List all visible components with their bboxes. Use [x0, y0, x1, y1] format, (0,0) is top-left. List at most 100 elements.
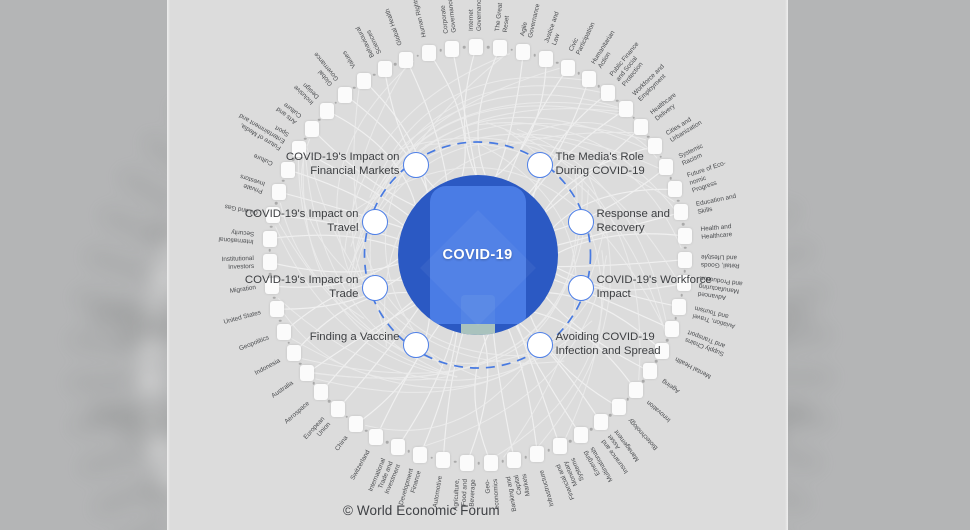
outer-connector-dot — [454, 460, 457, 463]
inner-node-label: The Media's Role During COVID-19 — [556, 151, 680, 179]
outer-node-46[interactable] — [391, 439, 405, 455]
outer-connector-dot — [335, 101, 338, 104]
outer-connector-dot — [501, 460, 504, 463]
inner-node-label: Response and Recovery — [597, 208, 721, 236]
outer-connector-dot — [318, 118, 321, 121]
outer-node-22[interactable] — [619, 101, 633, 117]
outer-node-18[interactable] — [539, 51, 553, 67]
outer-node-10[interactable] — [357, 73, 371, 89]
outer-connector-dot — [430, 457, 433, 460]
hub-accent-shape — [420, 210, 536, 326]
outer-node-44[interactable] — [436, 452, 450, 468]
copyright-credit: © World Economic Forum — [343, 503, 500, 518]
outer-connector-dot — [647, 135, 650, 138]
infographic-panel: COVID-19 COVID-19's Impact on Financial … — [167, 0, 788, 530]
outer-node-50[interactable] — [314, 384, 328, 400]
outer-connector-dot — [279, 319, 282, 322]
inner-node-1[interactable] — [403, 152, 429, 178]
outer-connector-dot — [597, 85, 600, 88]
outer-node-47[interactable] — [369, 429, 383, 445]
outer-connector-dot — [569, 440, 572, 443]
outer-connector-dot — [590, 428, 593, 431]
outer-connector-dot — [556, 62, 559, 65]
inner-node-label: Avoiding COVID-19 Infection and Spread — [556, 331, 680, 359]
outer-node-41[interactable] — [507, 452, 521, 468]
inner-node-label: COVID-19's Workforce Impact — [597, 274, 721, 302]
outer-node-51[interactable] — [300, 365, 314, 381]
outer-node-49[interactable] — [331, 401, 345, 417]
outer-node-52[interactable] — [287, 345, 301, 361]
outer-node-17[interactable] — [516, 44, 530, 60]
outer-connector-dot — [299, 362, 302, 365]
outer-node-11[interactable] — [378, 61, 392, 77]
inner-node-5[interactable] — [362, 275, 388, 301]
outer-connector-dot — [655, 360, 658, 363]
outer-connector-dot — [275, 202, 278, 205]
outer-node-42[interactable] — [484, 455, 498, 471]
outer-node-38[interactable] — [574, 427, 588, 443]
inner-node-7[interactable] — [403, 332, 429, 358]
inner-node-3[interactable] — [362, 209, 388, 235]
outer-connector-dot — [416, 55, 419, 58]
outer-node-36[interactable] — [612, 399, 626, 415]
outer-node-34[interactable] — [643, 363, 657, 379]
outer-node-21[interactable] — [601, 85, 615, 101]
outer-connector-dot — [510, 49, 513, 52]
inner-node-label: COVID-19's Impact on Financial Markets — [276, 151, 400, 179]
outer-connector-dot — [674, 317, 677, 320]
outer-connector-dot — [365, 429, 368, 432]
inner-node-label: COVID-19's Impact on Travel — [235, 208, 359, 236]
outer-node-39[interactable] — [553, 438, 567, 454]
outer-node-7[interactable] — [305, 121, 319, 137]
outer-connector-dot — [439, 49, 442, 52]
outer-node-19[interactable] — [561, 60, 575, 76]
outer-connector-dot — [677, 200, 680, 203]
outer-node-26[interactable] — [668, 181, 682, 197]
outer-node-4[interactable] — [272, 184, 286, 200]
outer-connector-dot — [386, 441, 389, 444]
outer-node-37[interactable] — [594, 414, 608, 430]
outer-connector-dot — [487, 46, 490, 49]
outer-node-40[interactable] — [530, 446, 544, 462]
inner-node-8[interactable] — [527, 332, 553, 358]
outer-node-54[interactable] — [270, 301, 284, 317]
outer-node-16[interactable] — [493, 40, 507, 56]
outer-node-15[interactable] — [469, 39, 483, 55]
outer-connector-dot — [684, 270, 687, 273]
outer-connector-dot — [684, 246, 687, 249]
center-hub[interactable]: COVID-19 — [398, 175, 558, 335]
outer-connector-dot — [394, 63, 397, 66]
outer-connector-dot — [282, 179, 285, 182]
outer-node-9[interactable] — [338, 87, 352, 103]
outer-node-23[interactable] — [634, 119, 648, 135]
outer-node-48[interactable] — [349, 416, 363, 432]
inner-node-label: Finding a Vaccine — [276, 331, 400, 345]
outer-connector-dot — [547, 449, 550, 452]
inner-node-label: COVID-19's Impact on Trade — [235, 274, 359, 302]
outer-connector-dot — [534, 54, 537, 57]
outer-node-29[interactable] — [678, 252, 692, 268]
outer-node-13[interactable] — [422, 45, 436, 61]
outer-connector-dot — [268, 249, 271, 252]
outer-node-14[interactable] — [445, 41, 459, 57]
outer-connector-dot — [463, 46, 466, 49]
outer-connector-dot — [346, 416, 349, 419]
outer-node-8[interactable] — [320, 103, 334, 119]
outer-connector-dot — [642, 380, 645, 383]
outer-node-45[interactable] — [413, 447, 427, 463]
outer-connector-dot — [304, 137, 307, 140]
hub-label: COVID-19 — [398, 247, 558, 263]
outer-node-35[interactable] — [629, 382, 643, 398]
diagram-stage: COVID-19 COVID-19's Impact on Financial … — [167, 0, 788, 530]
outer-node-1[interactable] — [263, 254, 277, 270]
inner-node-4[interactable] — [568, 209, 594, 235]
inner-node-2[interactable] — [527, 152, 553, 178]
outer-connector-dot — [626, 398, 629, 401]
outer-node-label: Internet Governance — [468, 0, 485, 31]
outer-node-label: Institutional Investors — [183, 255, 254, 274]
outer-node-20[interactable] — [582, 71, 596, 87]
outer-connector-dot — [408, 450, 411, 453]
outer-node-12[interactable] — [399, 52, 413, 68]
outer-node-43[interactable] — [460, 455, 474, 471]
inner-node-6[interactable] — [568, 275, 594, 301]
